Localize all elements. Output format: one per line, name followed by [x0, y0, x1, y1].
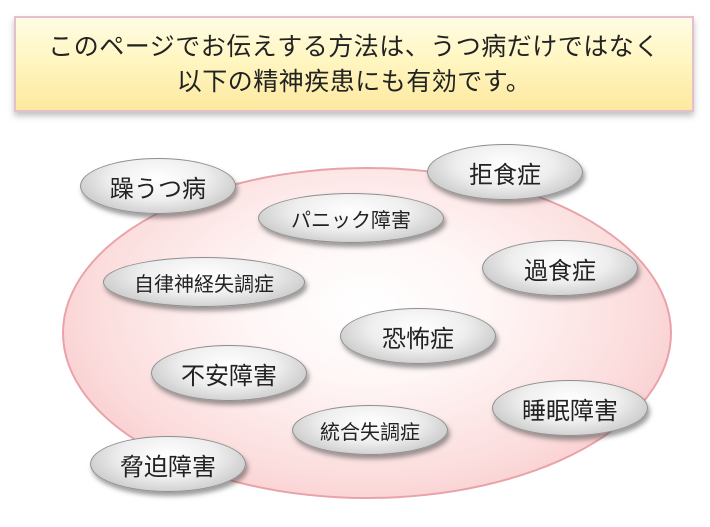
condition-anorexia: 拒食症	[427, 144, 583, 200]
condition-manic-depression: 躁うつ病	[80, 158, 236, 214]
banner-line-1: このページでお伝えする方法は、うつ病だけではなく	[48, 32, 660, 61]
condition-ocd: 脅迫障害	[90, 436, 246, 492]
condition-sleep-disorder: 睡眠障害	[492, 380, 648, 436]
banner-line-2: 以下の精神疾患にも有効です。	[176, 67, 532, 96]
intro-banner: このページでお伝えする方法は、うつ病だけではなく 以下の精神疾患にも有効です。	[14, 16, 694, 112]
condition-anxiety-disorder: 不安障害	[151, 345, 307, 401]
condition-phobia: 恐怖症	[340, 308, 496, 364]
condition-autonomic-ataxia: 自律神経失調症	[103, 257, 305, 307]
condition-panic-disorder: パニック障害	[258, 193, 444, 243]
condition-schizophrenia: 統合失調症	[292, 405, 448, 455]
condition-binge-eating: 過食症	[482, 240, 638, 296]
